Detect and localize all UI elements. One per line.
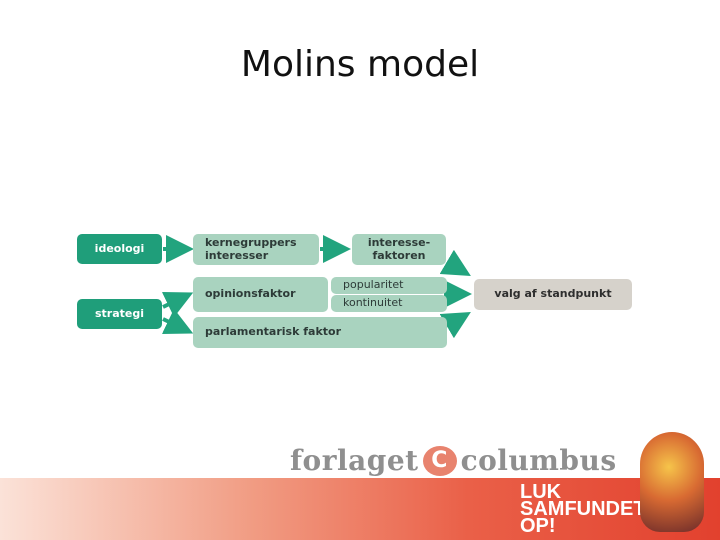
publisher-logo: forlaget C columbus (290, 444, 617, 477)
campaign-text: LUK SAMFUNDET OP! (520, 484, 646, 535)
label-popularitet: popularitet (343, 279, 403, 292)
label-strategi: strategi (95, 308, 144, 321)
arrow-interesse-valg (447, 262, 464, 272)
box-opinion: opinionsfaktor (193, 277, 328, 312)
label-opinion: opinionsfaktor (205, 288, 296, 301)
box-kontinuitet: kontinuitet (331, 295, 447, 312)
arrow-parlament-valg (447, 316, 464, 326)
arrow-strategi-parlament (163, 319, 186, 330)
label-interesse: interesse- faktoren (368, 237, 430, 262)
box-valg: valg af standpunkt (474, 279, 632, 310)
campaign-photo (640, 432, 704, 532)
arrow-strategi-opinion (163, 296, 186, 307)
publisher-name-left: forlaget (290, 444, 419, 477)
label-kernegrupper: kernegruppers interesser (205, 237, 297, 262)
publisher-name-right: columbus (461, 444, 617, 477)
label-valg: valg af standpunkt (494, 288, 611, 301)
box-kernegrupper: kernegruppers interesser (193, 234, 319, 265)
copyright-icon: C (423, 446, 457, 476)
label-ideologi: ideologi (95, 243, 145, 256)
box-ideologi: ideologi (77, 234, 162, 264)
label-kontinuitet: kontinuitet (343, 297, 402, 310)
box-strategi: strategi (77, 299, 162, 329)
campaign-line-3: OP! (520, 518, 646, 535)
box-interesse: interesse- faktoren (352, 234, 446, 265)
box-parlament: parlamentarisk faktor (193, 317, 447, 348)
label-parlament: parlamentarisk faktor (205, 326, 341, 339)
box-popularitet: popularitet (331, 277, 447, 294)
